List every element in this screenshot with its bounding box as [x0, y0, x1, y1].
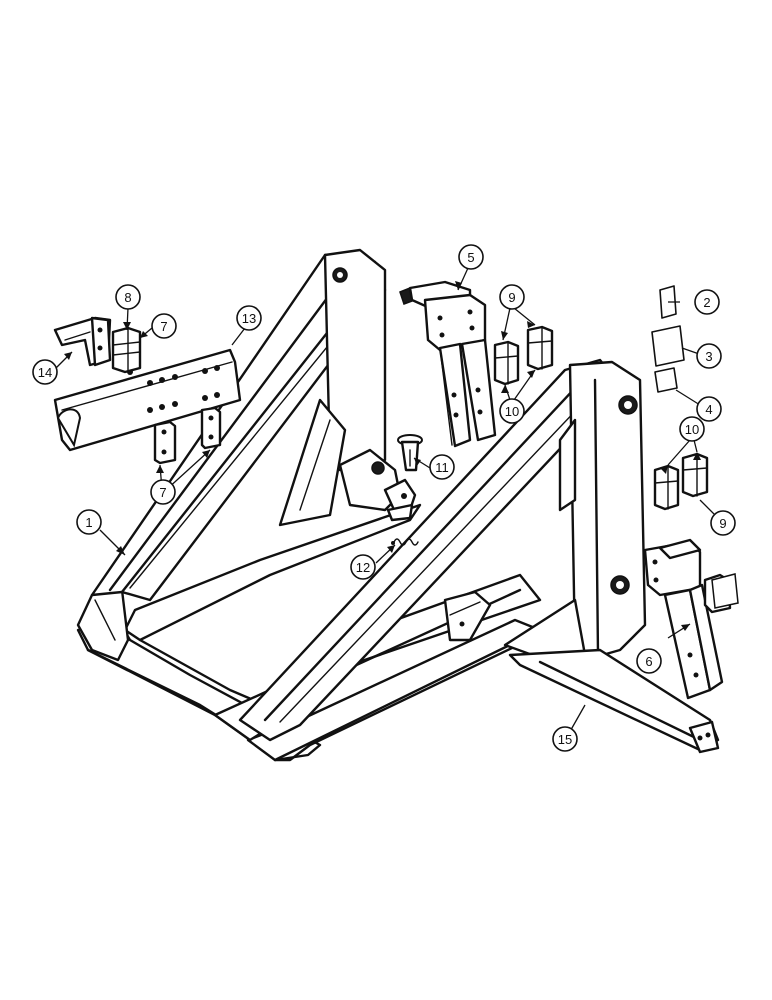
part-9-10-blocks-upper — [493, 325, 554, 386]
svg-text:15: 15 — [558, 732, 572, 747]
svg-text:9: 9 — [719, 516, 726, 531]
callout-2: 2 — [694, 289, 720, 315]
svg-text:3: 3 — [705, 349, 712, 364]
callout-14: 14 — [32, 359, 58, 385]
callout-3: 3 — [696, 343, 722, 369]
part-14-bracket — [53, 316, 112, 367]
part-12-spring — [391, 538, 419, 546]
callout-8: 8 — [115, 284, 141, 310]
svg-text:8: 8 — [124, 290, 131, 305]
callout-6: 6 — [636, 648, 662, 674]
part-6-leg — [643, 538, 739, 700]
part-2-3-4-plates — [651, 285, 685, 393]
svg-text:10: 10 — [685, 422, 699, 437]
part-8-block — [111, 326, 142, 374]
callout-7a: 7 — [151, 313, 177, 339]
arrow-heads — [64, 281, 701, 631]
callout-15: 15 — [552, 726, 578, 752]
callout-7b: 7 — [150, 479, 176, 505]
callout-4: 4 — [696, 396, 722, 422]
callout-12: 12 — [350, 554, 376, 580]
svg-text:10: 10 — [505, 404, 519, 419]
callout-5: 5 — [458, 244, 484, 270]
svg-text:12: 12 — [356, 560, 370, 575]
svg-text:9: 9 — [508, 290, 515, 305]
svg-text:1: 1 — [85, 515, 92, 530]
callout-9a: 9 — [499, 284, 525, 310]
part-13-plate — [53, 348, 242, 452]
svg-text:11: 11 — [435, 460, 449, 475]
callout-10b: 10 — [679, 416, 705, 442]
svg-text:13: 13 — [242, 311, 256, 326]
callout-13: 13 — [236, 305, 262, 331]
callout-11: 11 — [429, 454, 455, 480]
callout-9b: 9 — [710, 510, 736, 536]
callout-1: 1 — [76, 509, 102, 535]
part-9-10-blocks-right — [653, 452, 709, 511]
svg-text:4: 4 — [705, 402, 712, 417]
svg-text:6: 6 — [645, 654, 652, 669]
svg-text:2: 2 — [703, 295, 710, 310]
callout-10a: 10 — [499, 398, 525, 424]
part-11-pin — [397, 434, 423, 472]
svg-text:7: 7 — [160, 319, 167, 334]
main-frame — [76, 248, 720, 762]
part-7-blocks — [153, 406, 222, 465]
svg-text:5: 5 — [467, 250, 474, 265]
plate-holes — [127, 365, 220, 413]
svg-text:7: 7 — [159, 485, 166, 500]
part-5-leg — [399, 280, 497, 448]
svg-text:14: 14 — [38, 365, 52, 380]
